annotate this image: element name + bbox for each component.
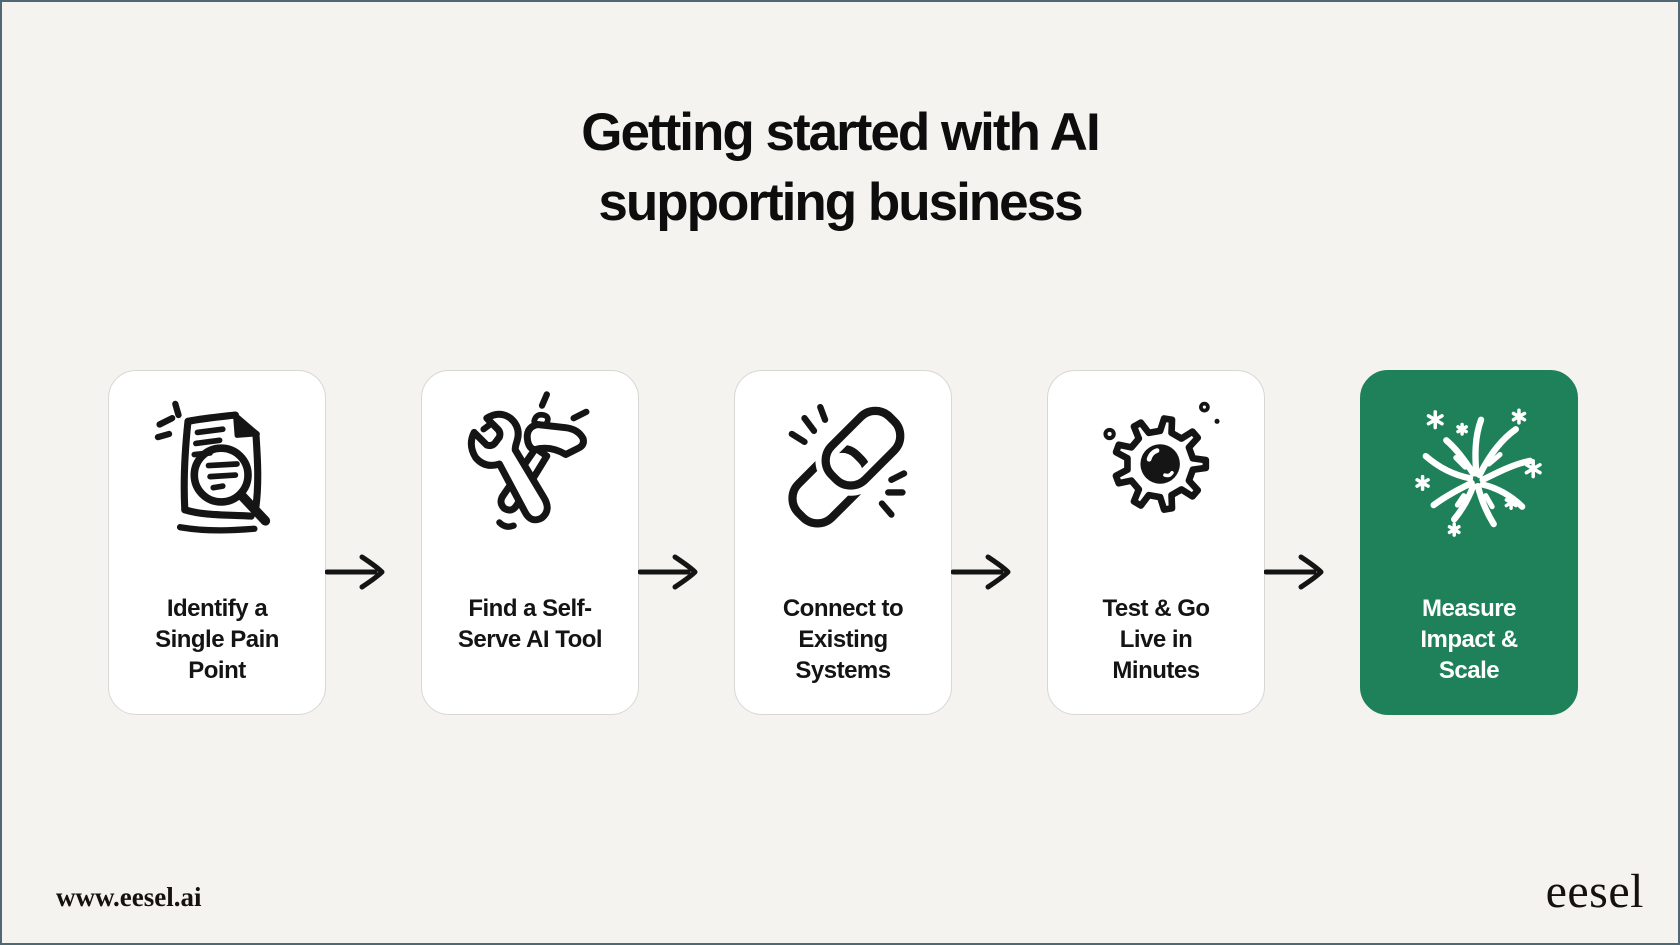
fireworks-icon xyxy=(1391,385,1549,543)
title-line-1: Getting started with AI xyxy=(581,103,1100,162)
page-title: Getting started with AI supporting busin… xyxy=(2,98,1678,238)
step-label: Measure Impact & Scale xyxy=(1420,595,1518,684)
title-line-2: supporting business xyxy=(598,173,1083,232)
step-card-measure-impact: Measure Impact & Scale xyxy=(1360,370,1578,715)
right-arrow-icon xyxy=(325,548,389,596)
step-label: Connect to Existing Systems xyxy=(782,595,904,684)
right-arrow-icon xyxy=(638,548,702,596)
step-label: Test & Go Live in Minutes xyxy=(1102,595,1210,684)
step-label: Find a Self- Serve AI Tool xyxy=(457,595,603,653)
step-label: Identify a Single Pain Point xyxy=(155,595,279,684)
chain-link-icon xyxy=(765,385,923,543)
right-arrow-icon xyxy=(951,548,1015,596)
right-arrow-icon xyxy=(1264,548,1328,596)
step-card-connect-systems: Connect to Existing Systems xyxy=(734,370,952,715)
step-card-test-go-live: Test & Go Live in Minutes xyxy=(1047,370,1265,715)
document-search-icon xyxy=(139,385,297,543)
gear-icon xyxy=(1078,385,1236,543)
step-card-identify-pain-point: Identify a Single Pain Point xyxy=(108,370,326,715)
website-url: www.eesel.ai xyxy=(56,882,202,912)
step-card-find-ai-tool: Find a Self- Serve AI Tool xyxy=(421,370,639,715)
brand-logo: eesel xyxy=(1545,865,1644,918)
wrench-hammer-icon xyxy=(452,385,610,543)
